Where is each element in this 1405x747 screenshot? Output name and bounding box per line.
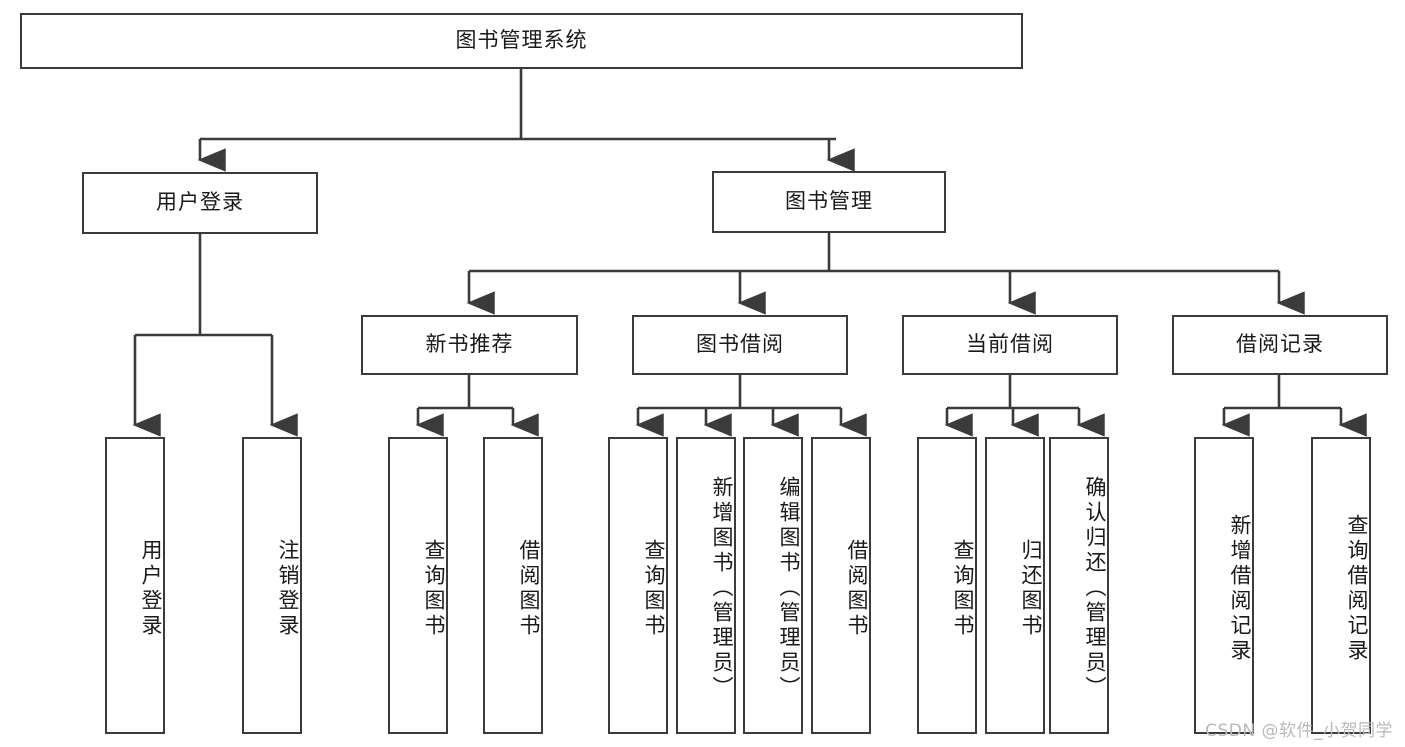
- csdn-watermark: CSDN @软件_小贺同学: [1205, 721, 1393, 741]
- leaf-add-record-label: 新增借阅记录: [1228, 513, 1252, 664]
- leaf-query-book-1[interactable]: 查询图书: [388, 437, 448, 734]
- leaf-borrow-book-1-label: 借阅图书: [517, 538, 541, 639]
- node-borrow-record-label: 借阅记录: [1236, 332, 1324, 357]
- node-current-borrow[interactable]: 当前借阅: [902, 315, 1118, 375]
- leaf-query-book-2[interactable]: 查询图书: [608, 437, 668, 734]
- leaf-return-book-label: 归还图书: [1019, 538, 1043, 639]
- leaf-return-book[interactable]: 归还图书: [985, 437, 1045, 734]
- node-new-book-recommend[interactable]: 新书推荐: [361, 315, 578, 375]
- node-root-system[interactable]: 图书管理系统: [20, 13, 1023, 69]
- leaf-query-record[interactable]: 查询借阅记录: [1311, 437, 1371, 734]
- node-current-borrow-label: 当前借阅: [966, 332, 1054, 357]
- leaf-query-book-3[interactable]: 查询图书: [917, 437, 977, 734]
- leaf-add-book-label: 新增图书（管理员）: [710, 476, 734, 701]
- leaf-add-book[interactable]: 新增图书（管理员）: [676, 437, 736, 734]
- leaf-query-book-1-label: 查询图书: [422, 538, 446, 639]
- leaf-edit-book-label: 编辑图书（管理员）: [777, 476, 801, 701]
- leaf-borrow-book-2-label: 借阅图书: [845, 538, 869, 639]
- node-borrow-record[interactable]: 借阅记录: [1172, 315, 1388, 375]
- node-book-management[interactable]: 图书管理: [712, 171, 946, 233]
- node-user-login[interactable]: 用户登录: [82, 172, 318, 234]
- node-user-login-label: 用户登录: [156, 190, 244, 215]
- leaf-borrow-book-2[interactable]: 借阅图书: [811, 437, 871, 734]
- leaf-query-record-label: 查询借阅记录: [1345, 513, 1369, 664]
- node-book-management-label: 图书管理: [785, 189, 873, 214]
- leaf-query-book-2-label: 查询图书: [642, 538, 666, 639]
- leaf-edit-book[interactable]: 编辑图书（管理员）: [743, 437, 803, 734]
- node-new-book-recommend-label: 新书推荐: [425, 332, 514, 357]
- node-book-borrow[interactable]: 图书借阅: [632, 315, 848, 375]
- leaf-confirm-return[interactable]: 确认归还（管理员）: [1049, 437, 1109, 734]
- leaf-user-login[interactable]: 用户登录: [105, 437, 165, 734]
- leaf-add-record[interactable]: 新增借阅记录: [1194, 437, 1254, 734]
- leaf-user-login-label: 用户登录: [139, 538, 163, 639]
- leaf-query-book-3-label: 查询图书: [951, 538, 975, 639]
- leaf-confirm-return-label: 确认归还（管理员）: [1083, 476, 1107, 701]
- node-book-borrow-label: 图书借阅: [696, 332, 784, 357]
- leaf-logout-login[interactable]: 注销登录: [242, 437, 302, 734]
- node-root-label: 图书管理系统: [455, 28, 588, 53]
- leaf-borrow-book-1[interactable]: 借阅图书: [483, 437, 543, 734]
- leaf-logout-login-label: 注销登录: [276, 538, 300, 639]
